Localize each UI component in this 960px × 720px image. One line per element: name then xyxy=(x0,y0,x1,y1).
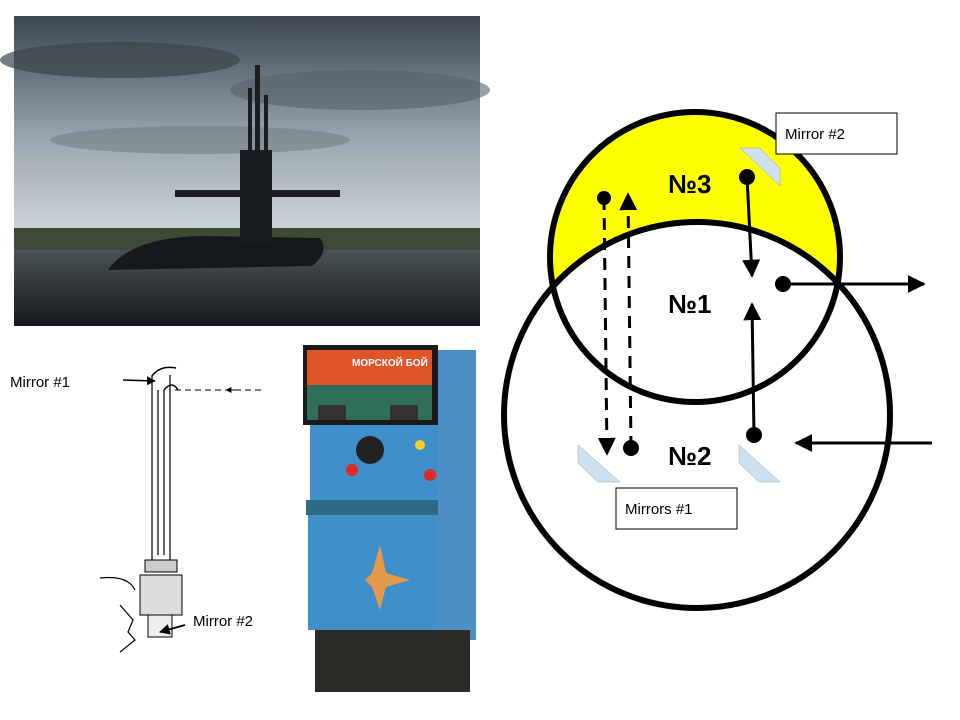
region-3-highlight xyxy=(550,112,840,402)
dot xyxy=(623,440,639,456)
region-1-label: №1 xyxy=(668,289,711,319)
region-3-label: №3 xyxy=(668,169,711,199)
arcade-title: МОРСКОЙ БОЙ xyxy=(352,356,428,369)
region-2-label: №2 xyxy=(668,441,711,471)
dot xyxy=(739,169,755,185)
mirror-2-shape xyxy=(739,147,781,187)
mirrors-1-label: Mirrors #1 xyxy=(625,501,693,518)
mirror-2-callout xyxy=(775,112,898,155)
dashed-arrow-down xyxy=(597,197,616,456)
mirror-1-left-shape xyxy=(577,444,621,483)
large-circle xyxy=(501,219,893,611)
dot xyxy=(775,276,791,292)
periscope-illustration xyxy=(99,366,262,653)
mirrors-1-callout xyxy=(615,487,738,530)
periscope-mirror-2-label: Mirror #2 xyxy=(193,613,253,630)
arrow-down-to-1 xyxy=(742,176,761,278)
mirror-2-label: Mirror #2 xyxy=(785,126,845,143)
dashed-arrow-up xyxy=(619,192,638,449)
small-circle xyxy=(547,109,843,405)
optics-diagram: №3 №1 №2 Mirror #2 Mirrors #1 xyxy=(501,109,932,611)
dot xyxy=(746,427,762,443)
periscope-mirror-1-label: Mirror #1 xyxy=(10,374,70,391)
dot xyxy=(597,191,611,205)
arcade-cabinet-photo: МОРСКОЙ БОЙ xyxy=(303,345,476,692)
mirror-1-right-shape xyxy=(738,444,781,483)
submarine-photo xyxy=(0,16,490,326)
arrow-up-to-1 xyxy=(743,302,762,436)
